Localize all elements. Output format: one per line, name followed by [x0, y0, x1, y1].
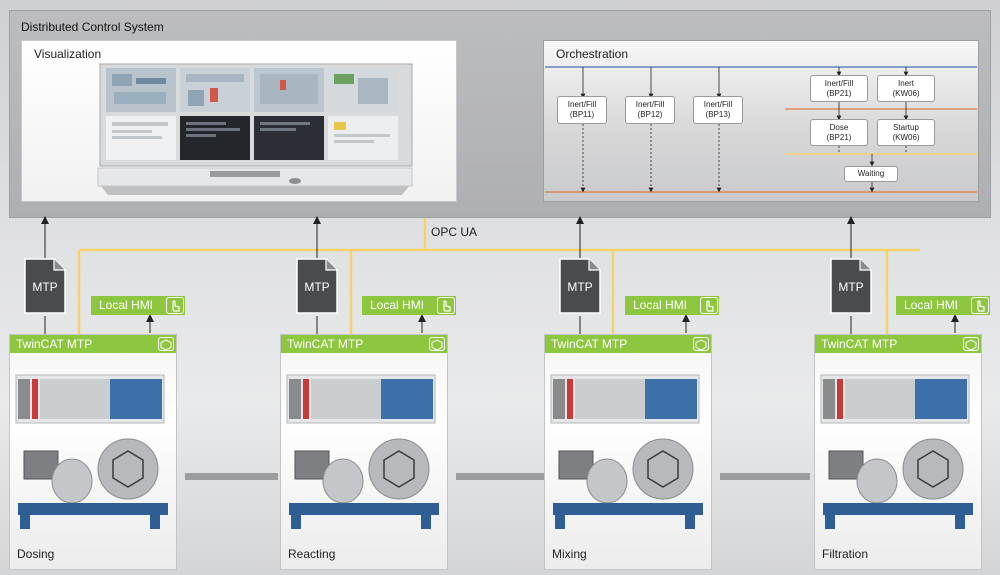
local-hmi-bar[interactable]: Local HMI [362, 296, 456, 315]
local-hmi-bar[interactable]: Local HMI [91, 296, 185, 315]
orch-step-inert-kw06: Inert (KW06) [877, 75, 935, 102]
mtp-badge-icon [963, 337, 979, 351]
mtp-document-icon: MTP [296, 258, 338, 314]
local-hmi-bar[interactable]: Local HMI [625, 296, 719, 315]
twincat-mtp-bar: TwinCAT MTP [815, 335, 981, 353]
module-connector [185, 473, 278, 480]
mtp-badge-icon [693, 337, 709, 351]
process-equipment-illustration [15, 374, 168, 529]
dcs-title: Distributed Control System [21, 20, 164, 34]
orch-step-startup-kw06: Startup (KW06) [877, 119, 935, 146]
touch-hand-icon [166, 297, 184, 314]
module-dosing[interactable]: TwinCAT MTP Dosing [9, 334, 177, 570]
mtp-document-icon: MTP [830, 258, 872, 314]
mtp-badge-icon [429, 337, 445, 351]
module-name: Dosing [17, 547, 55, 561]
orch-step-waiting: Waiting [844, 166, 898, 182]
mtp-document-icon: MTP [559, 258, 601, 314]
twincat-mtp-bar: TwinCAT MTP [281, 335, 447, 353]
touch-hand-icon [971, 297, 989, 314]
module-reacting[interactable]: TwinCAT MTP Reacting [280, 334, 448, 570]
process-equipment-illustration [820, 374, 973, 529]
module-connector [720, 473, 810, 480]
orch-step-inert-fill-bp13: Inert/Fill (BP13) [693, 96, 743, 124]
orch-step-dose-bp21: Dose (BP21) [810, 119, 868, 146]
orch-step-inert-fill-bp11: Inert/Fill (BP11) [557, 96, 607, 124]
module-mixing[interactable]: TwinCAT MTP Mixing [544, 334, 712, 570]
orchestration-title: Orchestration [556, 47, 629, 61]
control-desk-illustration [97, 63, 413, 195]
twincat-mtp-bar: TwinCAT MTP [545, 335, 711, 353]
visualization-title: Visualization [34, 47, 102, 61]
opc-ua-label: OPC UA [431, 225, 478, 239]
orch-step-inert-fill-bp21: Inert/Fill (BP21) [810, 75, 868, 102]
mtp-document-icon: MTP [24, 258, 66, 314]
local-hmi-bar[interactable]: Local HMI [896, 296, 990, 315]
touch-hand-icon [437, 297, 455, 314]
module-filtration[interactable]: TwinCAT MTP Filtration [814, 334, 982, 570]
mtp-badge-icon [158, 337, 174, 351]
module-name: Mixing [552, 547, 587, 561]
module-name: Reacting [288, 547, 336, 561]
orchestration-flow-lines [545, 66, 977, 193]
touch-hand-icon [700, 297, 718, 314]
process-equipment-illustration [286, 374, 439, 529]
orch-step-inert-fill-bp12: Inert/Fill (BP12) [625, 96, 675, 124]
module-name: Filtration [822, 547, 869, 561]
module-connector [456, 473, 544, 480]
twincat-mtp-bar: TwinCAT MTP [10, 335, 176, 353]
process-equipment-illustration [550, 374, 703, 529]
